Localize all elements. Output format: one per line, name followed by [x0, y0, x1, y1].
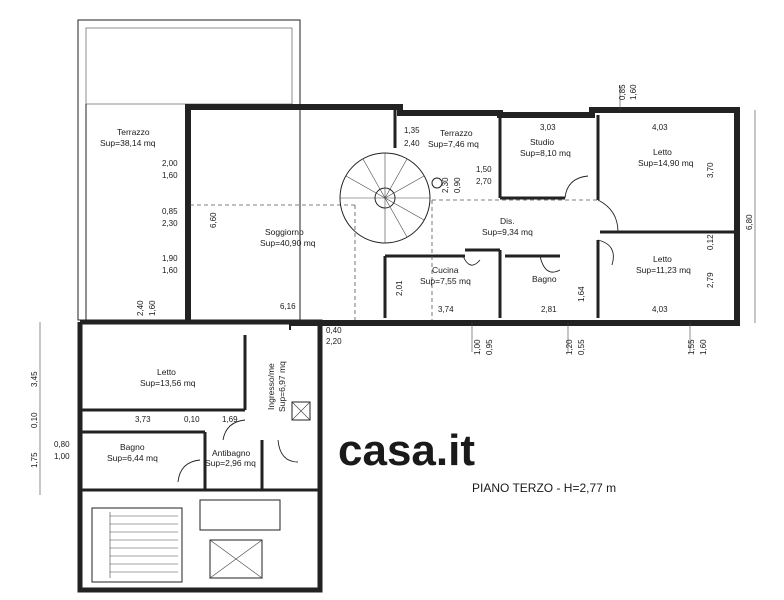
dim-label: 0,12	[706, 234, 715, 250]
dim-label: 1,55	[687, 339, 696, 355]
dim-label: 1,50	[476, 165, 492, 174]
floor-title: PIANO TERZO - H=2,77 m	[472, 481, 616, 495]
dim-label: 2,40	[404, 139, 420, 148]
dim-label: 2,81	[541, 305, 557, 314]
dim-label: 6,16	[280, 302, 296, 311]
dim-label: 3,45	[30, 371, 39, 387]
room-bagno-2-area: Sup=6,44 mq	[107, 453, 158, 463]
dim-label: 2,20	[326, 337, 342, 346]
dim-label: 4,03	[652, 305, 668, 314]
dim-label: 2,01	[395, 280, 404, 296]
dim-label: 1,20	[565, 339, 574, 355]
dim-label: 3,03	[540, 123, 556, 132]
dim-label: 0,10	[30, 412, 39, 428]
dim-label: 2,30	[441, 177, 450, 193]
room-terrazzo-small-area: Sup=7,46 mq	[428, 139, 479, 149]
spiral-staircase	[339, 152, 443, 244]
dim-label: 0,95	[485, 339, 494, 355]
dim-label: 2,79	[706, 272, 715, 288]
dim-label: 3,74	[438, 305, 454, 314]
room-letto-2-area: Sup=11,23 mq	[636, 265, 691, 275]
dim-label: 0,40	[326, 326, 342, 335]
doors	[177, 175, 619, 483]
dim-label: 3,70	[706, 162, 715, 178]
room-soggiorno-name: Soggiorno	[265, 227, 304, 237]
dim-label: 0,55	[577, 339, 586, 355]
dim-label: 1,60	[162, 266, 178, 275]
dim-label: 6,60	[209, 212, 218, 228]
dim-label: 1,75	[30, 452, 39, 468]
room-terrazzo-big-area: Sup=38,14 mq	[100, 138, 156, 148]
room-terrazzo-small-name: Terrazzo	[440, 128, 473, 138]
dim-label: 0,10	[184, 415, 200, 424]
dashed-lines	[190, 199, 600, 320]
dim-label: 0,90	[453, 177, 462, 193]
room-studio-area: Sup=8,10 mq	[520, 148, 571, 158]
room-labels: Terrazzo Sup=38,14 mq Terrazzo Sup=7,46 …	[100, 127, 694, 468]
room-ingresso-area: Sup=6,97 mq	[277, 361, 287, 412]
dim-label: 1,00	[54, 452, 70, 461]
room-letto-3-area: Sup=13,56 mq	[140, 378, 196, 388]
room-soggiorno-area: Sup=40,90 mq	[260, 238, 316, 248]
dim-label: 1,60	[148, 300, 157, 316]
dim-label: 1,60	[629, 84, 638, 100]
interior-walls	[80, 110, 737, 492]
room-antibagno-area: Sup=2,96 mq	[205, 458, 256, 468]
dim-label: 1,60	[699, 339, 708, 355]
room-dis-area: Sup=9,34 mq	[482, 227, 533, 237]
dim-label: 1,64	[577, 286, 586, 302]
room-bagno-1-name: Bagno	[532, 274, 557, 284]
room-letto-2-name: Letto	[653, 254, 672, 264]
exterior-walls	[77, 104, 740, 593]
room-dis-name: Dis.	[500, 216, 515, 226]
room-letto-1-area: Sup=14,90 mq	[638, 158, 694, 168]
room-ingresso-name: Ingresso/me	[266, 363, 276, 410]
dimension-lines	[39, 85, 756, 495]
room-letto-3-name: Letto	[157, 367, 176, 377]
room-cucina-area: Sup=7,55 mq	[420, 276, 471, 286]
dim-label: 1,00	[473, 339, 482, 355]
room-studio-name: Studio	[530, 137, 554, 147]
dim-label: 1,60	[162, 171, 178, 180]
dim-label: 1,35	[404, 126, 420, 135]
dim-label: 3,73	[135, 415, 151, 424]
watermark: casa.it	[338, 426, 475, 475]
stairwell	[91, 401, 311, 583]
room-letto-1-name: Letto	[653, 147, 672, 157]
room-bagno-2-name: Bagno	[120, 442, 145, 452]
dim-label: 2,70	[476, 177, 492, 186]
dim-label: 0,80	[54, 440, 70, 449]
room-cucina-name: Cucina	[432, 265, 459, 275]
dim-label: 4,03	[652, 123, 668, 132]
dimension-labels: 0,85 1,60 1,35 2,40 3,03 4,03 2,00 1,60 …	[30, 84, 754, 468]
dim-label: 1,69	[222, 415, 238, 424]
dim-label: 2,00	[162, 159, 178, 168]
dim-label: 6,80	[745, 214, 754, 230]
room-terrazzo-big-name: Terrazzo	[117, 127, 150, 137]
dim-label: 2,40	[136, 300, 145, 316]
room-antibagno-name: Antibagno	[212, 448, 251, 458]
dim-label: 1,90	[162, 254, 178, 263]
dim-label: 0,85	[618, 84, 627, 100]
dim-label: 0,85	[162, 207, 178, 216]
dim-label: 2,30	[162, 219, 178, 228]
